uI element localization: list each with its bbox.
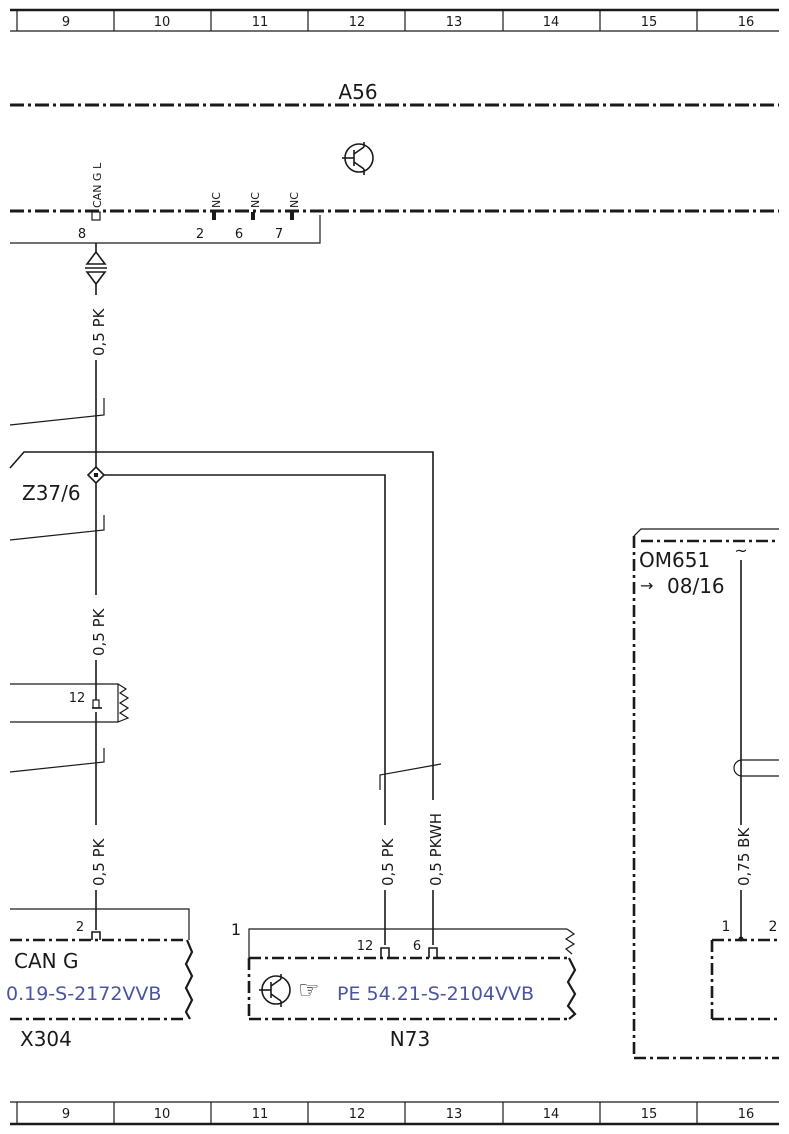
- n73-label: N73: [390, 1027, 430, 1051]
- grid-col-9-top: 9: [62, 15, 70, 30]
- om651-pin-2: 2: [769, 919, 778, 935]
- x304-box-title: CAN G: [14, 949, 78, 973]
- a56-nc-label-2: NC: [249, 192, 262, 208]
- tilde-icon: ~: [734, 541, 747, 560]
- wire-label-1: 0,5 PK: [90, 307, 108, 356]
- grid-col-11-bottom: 11: [252, 1107, 269, 1122]
- n73-pin-6: 6: [413, 939, 421, 954]
- z37-6-label: Z37/6: [22, 481, 81, 505]
- grid-col-12-top: 12: [349, 15, 366, 30]
- x304-label: X304: [20, 1027, 72, 1051]
- grid-col-10-top: 10: [154, 15, 171, 30]
- n73-wires: [384, 800, 434, 945]
- grid-col-16-bottom: 16: [738, 1107, 755, 1122]
- wire-label-3: 0,5 PK: [90, 837, 108, 886]
- pin12-connector: 12: [10, 683, 130, 723]
- om651-pin-1: 1: [722, 919, 731, 935]
- shield-markers: [9, 398, 105, 773]
- grid-col-13-bottom: 13: [446, 1107, 463, 1122]
- n73-shield-marker: [379, 763, 442, 790]
- x304-component: 2 CAN G 0.19-S-2172VVB X304: [6, 908, 194, 1051]
- hand-pointer-icon: ☞: [298, 976, 320, 1004]
- a56-pin-6: 6: [235, 227, 243, 242]
- a56-label: A56: [338, 80, 377, 104]
- om651-arrow-icon: →: [640, 576, 653, 595]
- grid-col-14-bottom: 14: [543, 1107, 560, 1122]
- z37-6-splice: Z37/6: [9, 451, 434, 800]
- top-grid-ruler: 9 10 11 12 13 14 15 16: [10, 8, 779, 32]
- wire-label-4: 0,5 PK: [379, 837, 397, 886]
- n73-transistor-icon: [259, 974, 291, 1007]
- om651-region: OM651 → 08/16 ~ 0,75 BK 1 2: [632, 528, 779, 1060]
- a56-nc-label-3: NC: [288, 192, 301, 208]
- grid-col-10-bottom: 10: [154, 1107, 171, 1122]
- bottom-grid-ruler: 9 10 11 12 13 14 15 16: [10, 1101, 779, 1126]
- a56-nc-label-1: NC: [210, 192, 223, 208]
- grid-col-11-top: 11: [252, 15, 269, 30]
- n73-component: 1 12 6 ☞ PE 54.21-S-2104VVB N73: [231, 920, 577, 1051]
- grid-col-15-bottom: 15: [641, 1107, 658, 1122]
- a56-component: A56 CAN G L NC NC NC 8 2 6 7: [10, 80, 779, 244]
- grid-col-9-bottom: 9: [62, 1107, 70, 1122]
- x304-pin-2: 2: [76, 920, 84, 935]
- a56-pin-2: 2: [196, 227, 204, 242]
- a56-pin-8: 8: [78, 227, 86, 242]
- connector-symbol-icon: [85, 243, 107, 286]
- a56-pin-marks: [91, 211, 294, 221]
- n73-pin-1: 1: [231, 920, 241, 939]
- om651-date: 08/16: [667, 574, 725, 598]
- grid-col-14-top: 14: [543, 15, 560, 30]
- grid-col-12-bottom: 12: [349, 1107, 366, 1122]
- grid-col-13-top: 13: [446, 15, 463, 30]
- a56-can-pin-label: CAN G L: [91, 162, 104, 208]
- pin-12-left: 12: [69, 691, 86, 706]
- wire-label-5: 0,5 PKWH: [427, 813, 445, 886]
- x304-doc-link[interactable]: 0.19-S-2172VVB: [6, 983, 161, 1005]
- grid-col-16-top: 16: [738, 15, 755, 30]
- n73-doc-link[interactable]: PE 54.21-S-2104VVB: [337, 983, 534, 1005]
- n73-pin-12: 12: [357, 939, 374, 954]
- wire-label-2: 0,5 PK: [90, 607, 108, 656]
- transistor-icon: [342, 142, 374, 175]
- wire-label-6: 0,75 BK: [735, 827, 753, 886]
- om651-label: OM651: [639, 548, 710, 572]
- grid-col-15-top: 15: [641, 15, 658, 30]
- a56-pin-7: 7: [275, 227, 283, 242]
